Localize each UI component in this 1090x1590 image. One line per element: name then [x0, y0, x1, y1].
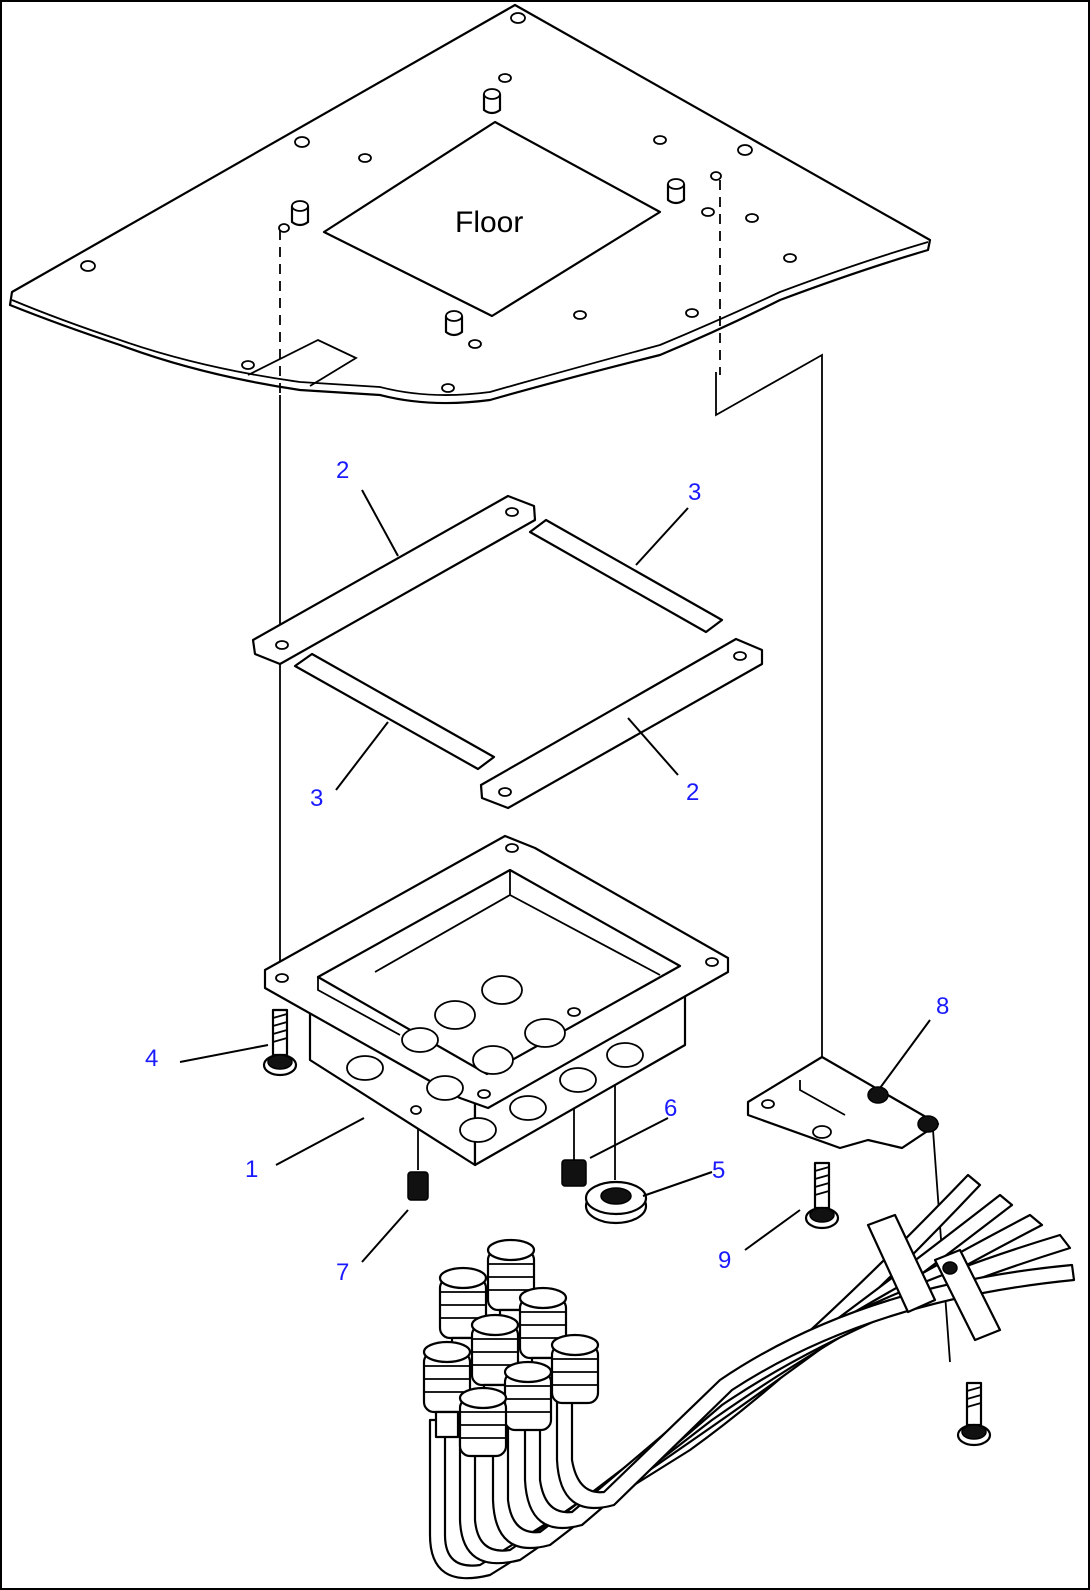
- gasket-strips: [251, 494, 764, 810]
- connector-plug: [503, 1360, 553, 1432]
- connector-plug: [422, 1340, 472, 1439]
- bracket-8: [746, 1055, 940, 1150]
- leader-lines: [179, 489, 931, 1263]
- bolt-4: [262, 1008, 298, 1077]
- callout-8: 8: [936, 993, 949, 1020]
- callout-3: 3: [688, 479, 701, 506]
- gasket-strip-2-lower: [479, 637, 764, 810]
- gasket-strip-2-upper: [251, 494, 537, 666]
- floor-notch: [247, 338, 358, 387]
- callout-6: 6: [664, 1095, 677, 1122]
- set-screw-7: [407, 1171, 429, 1201]
- callout-7: 7: [336, 1259, 349, 1286]
- clamp-bolt: [956, 1381, 992, 1447]
- callout-4: 4: [145, 1045, 158, 1072]
- connector-plugs: [422, 1238, 600, 1458]
- floor-cutaway: [715, 353, 823, 600]
- callout-1: 1: [245, 1156, 258, 1183]
- floor-holes: [80, 12, 797, 393]
- gasket-strip-3-lower: [293, 652, 496, 771]
- grommet-5: [584, 1180, 648, 1225]
- wire-harness: [428, 1173, 1076, 1580]
- bolt-9: [804, 1161, 840, 1230]
- callout-3: 3: [310, 785, 323, 812]
- floor-label: Floor: [455, 206, 523, 239]
- callout-9: 9: [718, 1247, 731, 1274]
- harness-clamp-left: [866, 1213, 937, 1314]
- floor-studs: [290, 88, 686, 337]
- callout-2: 2: [686, 779, 699, 806]
- set-screw-6: [561, 1159, 587, 1187]
- callout-5: 5: [712, 1157, 725, 1184]
- connector-box: [263, 834, 730, 1167]
- floor-inspection-panel: [322, 120, 662, 318]
- callout-2: 2: [336, 457, 349, 484]
- gasket-strip-3-upper: [528, 518, 724, 634]
- floor-plate: Floor: [8, 3, 932, 600]
- connector-plug: [550, 1333, 600, 1405]
- connector-plug: [458, 1386, 508, 1458]
- callout-labels: 2 3 3 2 4 1 7 6 5 9 8: [145, 457, 949, 1286]
